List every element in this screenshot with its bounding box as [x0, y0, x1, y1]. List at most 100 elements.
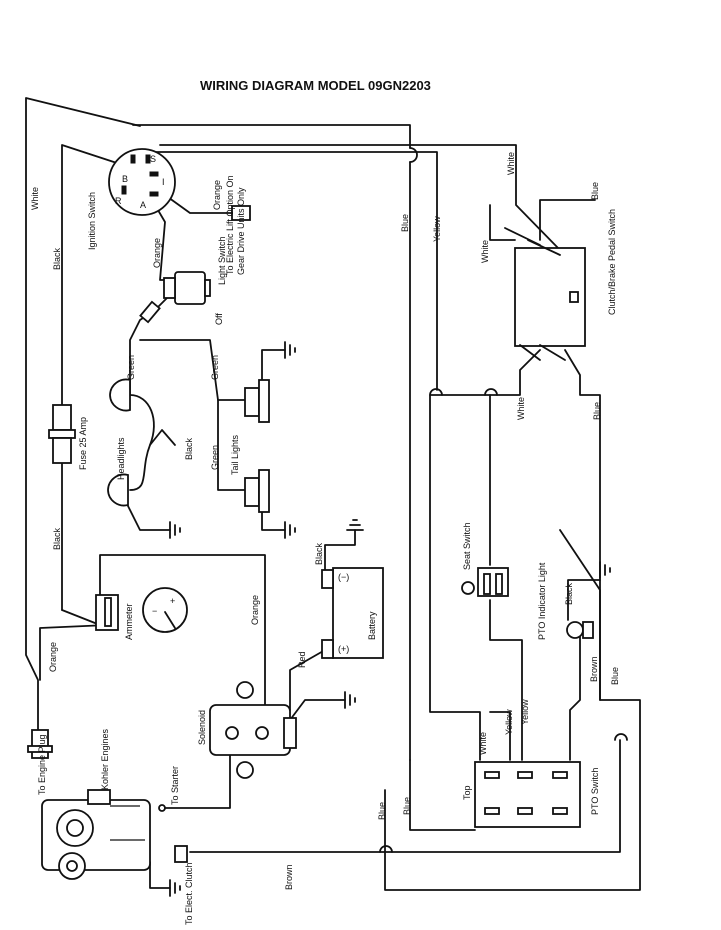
- wire-brown: [189, 739, 621, 853]
- label-green-1: Green: [126, 355, 136, 380]
- wire-green-headlight: [129, 289, 176, 396]
- label-brown-bottom: Brown: [284, 864, 294, 890]
- wire-headlight-black: [149, 429, 176, 446]
- wire-tail-ground: [261, 349, 286, 393]
- wire-pto-brown: [569, 631, 581, 761]
- diagram-title: WIRING DIAGRAM MODEL 09GN2203: [200, 78, 431, 93]
- wire-battery-red: [289, 649, 326, 711]
- label-yellow-top: Yellow: [432, 216, 442, 242]
- wire-yellow: [154, 151, 438, 391]
- label-top: Top: [462, 785, 472, 800]
- wire-blue-top: [132, 124, 411, 761]
- terminal-s-label: S: [150, 154, 156, 164]
- label-battery: Battery: [367, 611, 377, 640]
- wire-pto-black: [567, 579, 601, 621]
- battery: (−) (+): [321, 567, 384, 659]
- elect-clutch-connector: [174, 845, 188, 863]
- label-elect-clutch: To Elect. Clutch: [184, 862, 194, 925]
- electric-lift-connector: [231, 205, 251, 221]
- wire-headlight-ground: [124, 499, 171, 531]
- solenoid: [209, 681, 297, 779]
- wire-solenoid-ground: [289, 699, 346, 721]
- label-green-2: Green: [210, 355, 220, 380]
- wire-clutch-white: [489, 204, 516, 241]
- crossover-hops: [379, 147, 628, 853]
- label-to-starter: To Starter: [170, 766, 180, 805]
- pto-indicator-light: [566, 621, 594, 639]
- label-blue-bottom-2: Blue: [402, 797, 412, 815]
- wire-starter: [164, 739, 231, 809]
- label-white-1: White: [30, 187, 40, 210]
- label-black-pto: Black: [564, 582, 574, 605]
- label-orange-lift: Orange: [212, 180, 222, 210]
- wire-orange-plug: [39, 624, 109, 681]
- label-white-pto: White: [478, 732, 488, 755]
- label-light-switch: Light Switch: [217, 236, 227, 285]
- wire-orange-solenoid: [99, 554, 266, 721]
- ammeter-minus: −: [152, 606, 157, 616]
- label-solenoid: Solenoid: [197, 710, 207, 745]
- wire-yellow-seat: [489, 599, 523, 761]
- label-seat-switch: Seat Switch: [462, 522, 472, 570]
- wire-black-ammeter: [61, 609, 101, 626]
- wire-engine-ground: [149, 861, 171, 889]
- label-kohler: Kohler Engines: [100, 728, 110, 790]
- ammeter-plus: +: [170, 596, 175, 606]
- wire-orange-lift: [164, 194, 233, 214]
- wires: [25, 97, 641, 891]
- label-clutch-brake: Clutch/Brake Pedal Switch: [607, 209, 617, 315]
- pto-switch: [474, 761, 581, 828]
- label-green-3: Green: [210, 445, 220, 470]
- tail-light-lower: [244, 469, 270, 513]
- label-fuse: Fuse 25 Amp: [78, 417, 88, 470]
- label-electric-lift-text: To Electric Lift Option On Gear Drive Un…: [225, 175, 246, 275]
- wire-battery-black: [324, 529, 356, 571]
- wire-yellow-pto: [489, 711, 511, 761]
- label-blue-pto: Blue: [610, 667, 620, 685]
- label-white-right: White: [516, 397, 526, 420]
- label-ignition-switch: Ignition Switch: [87, 192, 97, 250]
- headlight-lower: [107, 473, 129, 507]
- engine-plug: [27, 729, 53, 759]
- label-white-clutch: White: [480, 240, 490, 263]
- label-blue-clutch: Blue: [590, 182, 600, 200]
- headlight-upper: [109, 378, 131, 412]
- battery-minus-label: (−): [338, 572, 349, 582]
- wire-blue-pto: [409, 759, 476, 831]
- terminal-b-label: B: [122, 174, 128, 184]
- wire-blue-right: [564, 349, 601, 701]
- wire-white-main: [25, 97, 141, 731]
- label-tail-lights: Tail Lights: [230, 434, 240, 475]
- label-blue-bottom-1: Blue: [377, 802, 387, 820]
- label-yellow-pto-2: Yellow: [520, 699, 530, 725]
- clutch-brake-switch: [504, 227, 586, 361]
- wire-clutch-blue: [539, 199, 596, 241]
- inline-connector: [139, 300, 161, 324]
- terminal-a-label: A: [140, 200, 146, 210]
- label-headlights: Headlights: [116, 437, 126, 480]
- label-off: Off: [214, 313, 224, 325]
- label-engine-plug: To Engine Plug: [37, 734, 47, 795]
- label-orange-switch: Orange: [152, 238, 162, 268]
- kohler-engine: [41, 789, 151, 880]
- label-white-top: White: [506, 152, 516, 175]
- labels: White Black Black Orange Ignition Switch…: [30, 152, 620, 925]
- label-black-1: Black: [52, 247, 62, 270]
- terminal-i-label: I: [162, 177, 165, 187]
- wire-headlight-loop: [129, 394, 155, 491]
- label-yellow-pto-1: Yellow: [504, 709, 514, 735]
- label-blue-top: Blue: [400, 214, 410, 232]
- fuse: [48, 404, 76, 464]
- wire-white-top: [159, 144, 561, 251]
- tail-light-upper: [244, 379, 270, 423]
- label-black-headlight: Black: [184, 437, 194, 460]
- label-ammeter: Ammeter: [124, 603, 134, 640]
- battery-plus-label: (+): [338, 644, 349, 654]
- terminal-r-label: R: [115, 196, 122, 206]
- label-black-2: Black: [52, 527, 62, 550]
- label-pto-light: PTO Indicator Light: [537, 562, 547, 640]
- ground-symbols: [169, 341, 611, 897]
- label-orange-plug: Orange: [48, 642, 58, 672]
- ammeter: − +: [95, 587, 188, 633]
